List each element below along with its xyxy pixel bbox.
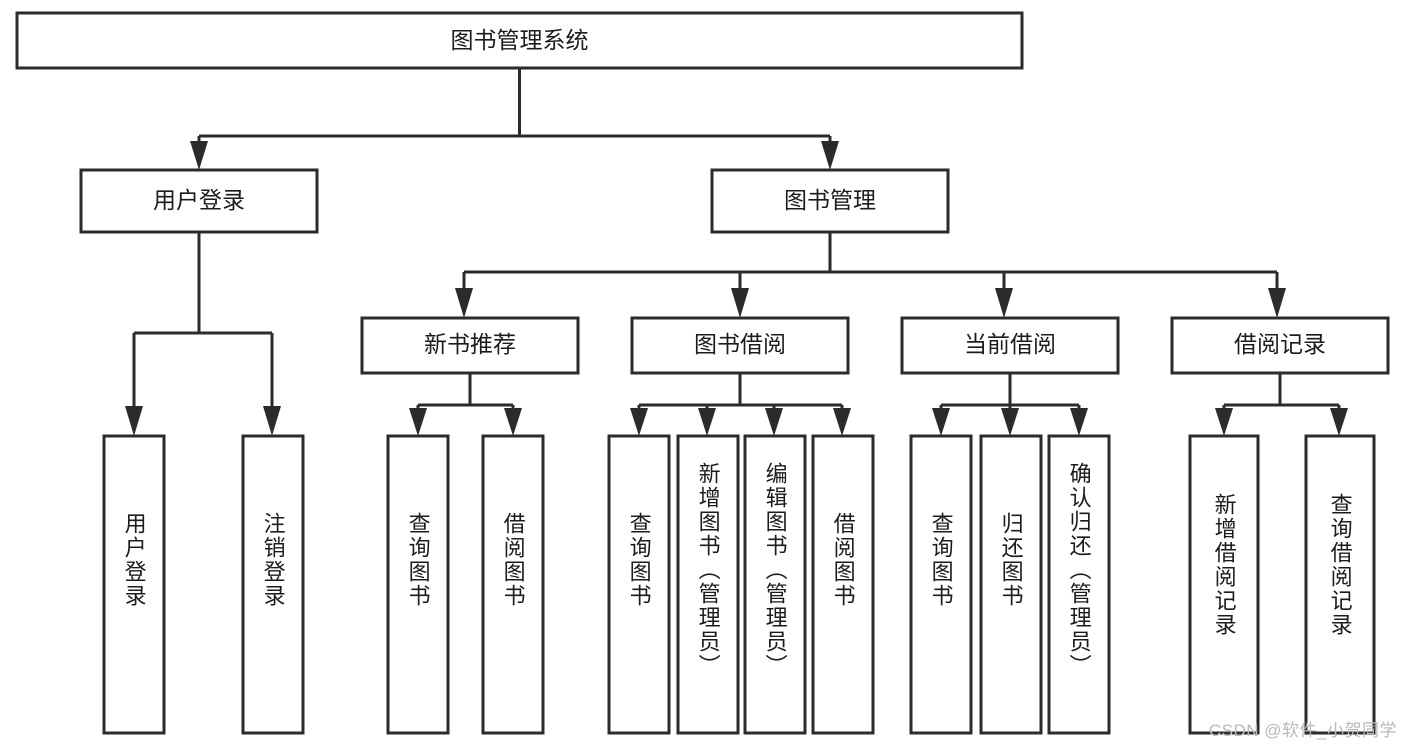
node-new-book-recommend-label: 新书推荐 — [424, 331, 516, 357]
leaf-add-record-label: 新增借阅记录 — [1211, 493, 1237, 637]
node-borrow-record[interactable]: 借阅记录 — [1170, 316, 1390, 375]
arrow-head-book-management — [821, 141, 839, 170]
leaf-borrow-book-1-box[interactable] — [481, 434, 545, 735]
leaf-add-record-box[interactable] — [1188, 434, 1260, 735]
node-current-borrow[interactable]: 当前借阅 — [900, 316, 1120, 375]
node-book-management-label: 图书管理 — [784, 187, 876, 213]
leaf-query-book-2-label: 查询图书 — [626, 512, 652, 608]
arrow-head-leaf-borrow-book-2 — [833, 408, 851, 436]
leaf-query-book-1-box[interactable] — [386, 434, 450, 735]
arrow-head-leaf-user-login — [125, 406, 143, 436]
node-book-management[interactable]: 图书管理 — [710, 168, 950, 234]
node-current-borrow-label: 当前借阅 — [964, 331, 1056, 357]
node-root-label: 图书管理系统 — [451, 27, 589, 53]
arrow-head-leaf-query-book-3 — [932, 408, 950, 436]
leaf-borrow-book-2-box[interactable] — [811, 434, 875, 735]
arrow-head-leaf-edit-book — [765, 408, 783, 436]
leaf-add-book-box[interactable] — [676, 434, 740, 735]
leaf-confirm-return-label: 确认归还（管理员） — [1066, 462, 1092, 678]
node-current-borrow-box[interactable] — [900, 316, 1120, 375]
arrow-head-book-borrow — [731, 288, 749, 318]
node-new-book-recommend-box[interactable] — [360, 316, 580, 375]
leaf-query-book-3-label: 查询图书 — [928, 512, 954, 608]
leaf-return-book-label: 归还图书 — [998, 512, 1024, 608]
node-book-borrow-label: 图书借阅 — [694, 331, 786, 357]
node-book-management-box[interactable] — [710, 168, 950, 234]
arrow-head-leaf-add-book — [698, 408, 716, 436]
leaf-logout-login-label: 注销登录 — [260, 512, 286, 608]
csdn-watermark: CSDN @软件_小贺同学 — [1208, 721, 1397, 740]
leaf-query-record-box[interactable] — [1304, 434, 1376, 735]
node-book-borrow[interactable]: 图书借阅 — [630, 316, 850, 375]
node-book-borrow-box[interactable] — [630, 316, 850, 375]
arrow-head-current-borrow — [995, 288, 1013, 318]
leaf-node-layer — [102, 434, 1376, 735]
arrow-head-user-login — [190, 141, 208, 170]
node-user-login[interactable]: 用户登录 — [79, 168, 319, 234]
node-root[interactable]: 图书管理系统 — [15, 11, 1024, 70]
arrow-head-leaf-confirm-return — [1070, 408, 1088, 436]
connector-layer — [125, 68, 1348, 436]
node-user-login-box[interactable] — [79, 168, 319, 234]
leaf-user-login-box[interactable] — [102, 434, 166, 735]
leaf-edit-book-box[interactable] — [743, 434, 807, 735]
arrow-head-leaf-return-book — [1001, 408, 1019, 436]
leaf-query-book-1-label: 查询图书 — [405, 512, 431, 608]
arrow-head-new-book-recommend — [455, 288, 473, 318]
leaf-borrow-book-2-label: 借阅图书 — [830, 512, 856, 608]
node-borrow-record-label: 借阅记录 — [1234, 331, 1326, 357]
leaf-borrow-book-1-label: 借阅图书 — [500, 512, 526, 608]
node-user-login-label: 用户登录 — [153, 187, 245, 213]
arrow-head-leaf-borrow-book-1 — [504, 408, 522, 436]
arrow-head-leaf-logout-login — [263, 406, 281, 436]
arrow-head-borrow-record — [1268, 288, 1286, 318]
leaf-user-login-label: 用户登录 — [121, 512, 147, 608]
arrow-head-leaf-query-book-1 — [409, 408, 427, 436]
leaf-edit-book-label: 编辑图书（管理员） — [762, 462, 788, 678]
leaf-query-book-3-box[interactable] — [909, 434, 973, 735]
node-borrow-record-box[interactable] — [1170, 316, 1390, 375]
arrow-head-leaf-query-book-2 — [630, 408, 648, 436]
node-new-book-recommend[interactable]: 新书推荐 — [360, 316, 580, 375]
arrow-head-leaf-add-record — [1215, 408, 1233, 436]
leaf-add-book-label: 新增图书（管理员） — [695, 462, 721, 678]
arrow-head-leaf-query-record — [1330, 408, 1348, 436]
node-root-box[interactable] — [15, 11, 1024, 70]
leaf-confirm-return-box[interactable] — [1047, 434, 1111, 735]
leaf-query-record-label: 查询借阅记录 — [1327, 493, 1353, 637]
leaf-logout-login-box[interactable] — [241, 434, 305, 735]
leaf-query-book-2-box[interactable] — [607, 434, 671, 735]
leaf-return-book-box[interactable] — [979, 434, 1043, 735]
